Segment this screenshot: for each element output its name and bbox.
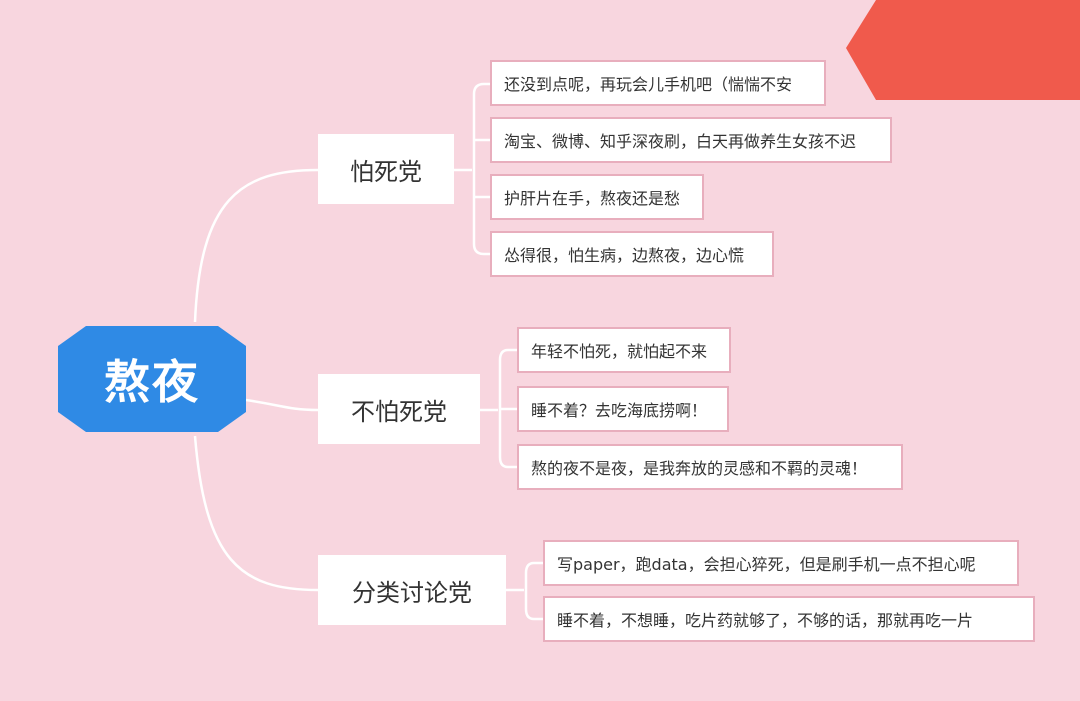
- leaf-item[interactable]: 淘宝、微博、知乎深夜刷，白天再做养生女孩不迟: [490, 117, 892, 163]
- central-hexagon-shape: [58, 326, 246, 432]
- leaf-item[interactable]: 还没到点呢，再玩会儿手机吧（惴惴不安: [490, 60, 826, 106]
- leaf-item[interactable]: 护肝片在手，熬夜还是愁: [490, 174, 704, 220]
- branch-label: 不怕死党: [351, 397, 447, 426]
- leaf-item[interactable]: 睡不着？去吃海底捞啊！: [517, 386, 729, 432]
- branch-pasidang[interactable]: 怕死党: [318, 134, 454, 204]
- branch-label: 怕死党: [350, 157, 422, 186]
- leaf-item[interactable]: 怂得很，怕生病，边熬夜，边心慌: [490, 231, 774, 277]
- central-topic[interactable]: 熬夜: [58, 318, 246, 440]
- branch-fenleitaolundang[interactable]: 分类讨论党: [318, 555, 506, 625]
- leaf-item[interactable]: 睡不着，不想睡，吃片药就够了，不够的话，那就再吃一片: [543, 596, 1035, 642]
- leaf-item[interactable]: 写paper，跑data，会担心猝死，但是刷手机一点不担心呢: [543, 540, 1019, 586]
- corner-tab-decoration: [846, 0, 1080, 100]
- leaf-item[interactable]: 年轻不怕死，就怕起不来: [517, 327, 731, 373]
- branch-bupasidang[interactable]: 不怕死党: [318, 374, 480, 444]
- branch-label: 分类讨论党: [352, 578, 472, 607]
- leaf-item[interactable]: 熬的夜不是夜，是我奔放的灵感和不羁的灵魂！: [517, 444, 903, 490]
- central-topic-label: 熬夜: [104, 355, 200, 409]
